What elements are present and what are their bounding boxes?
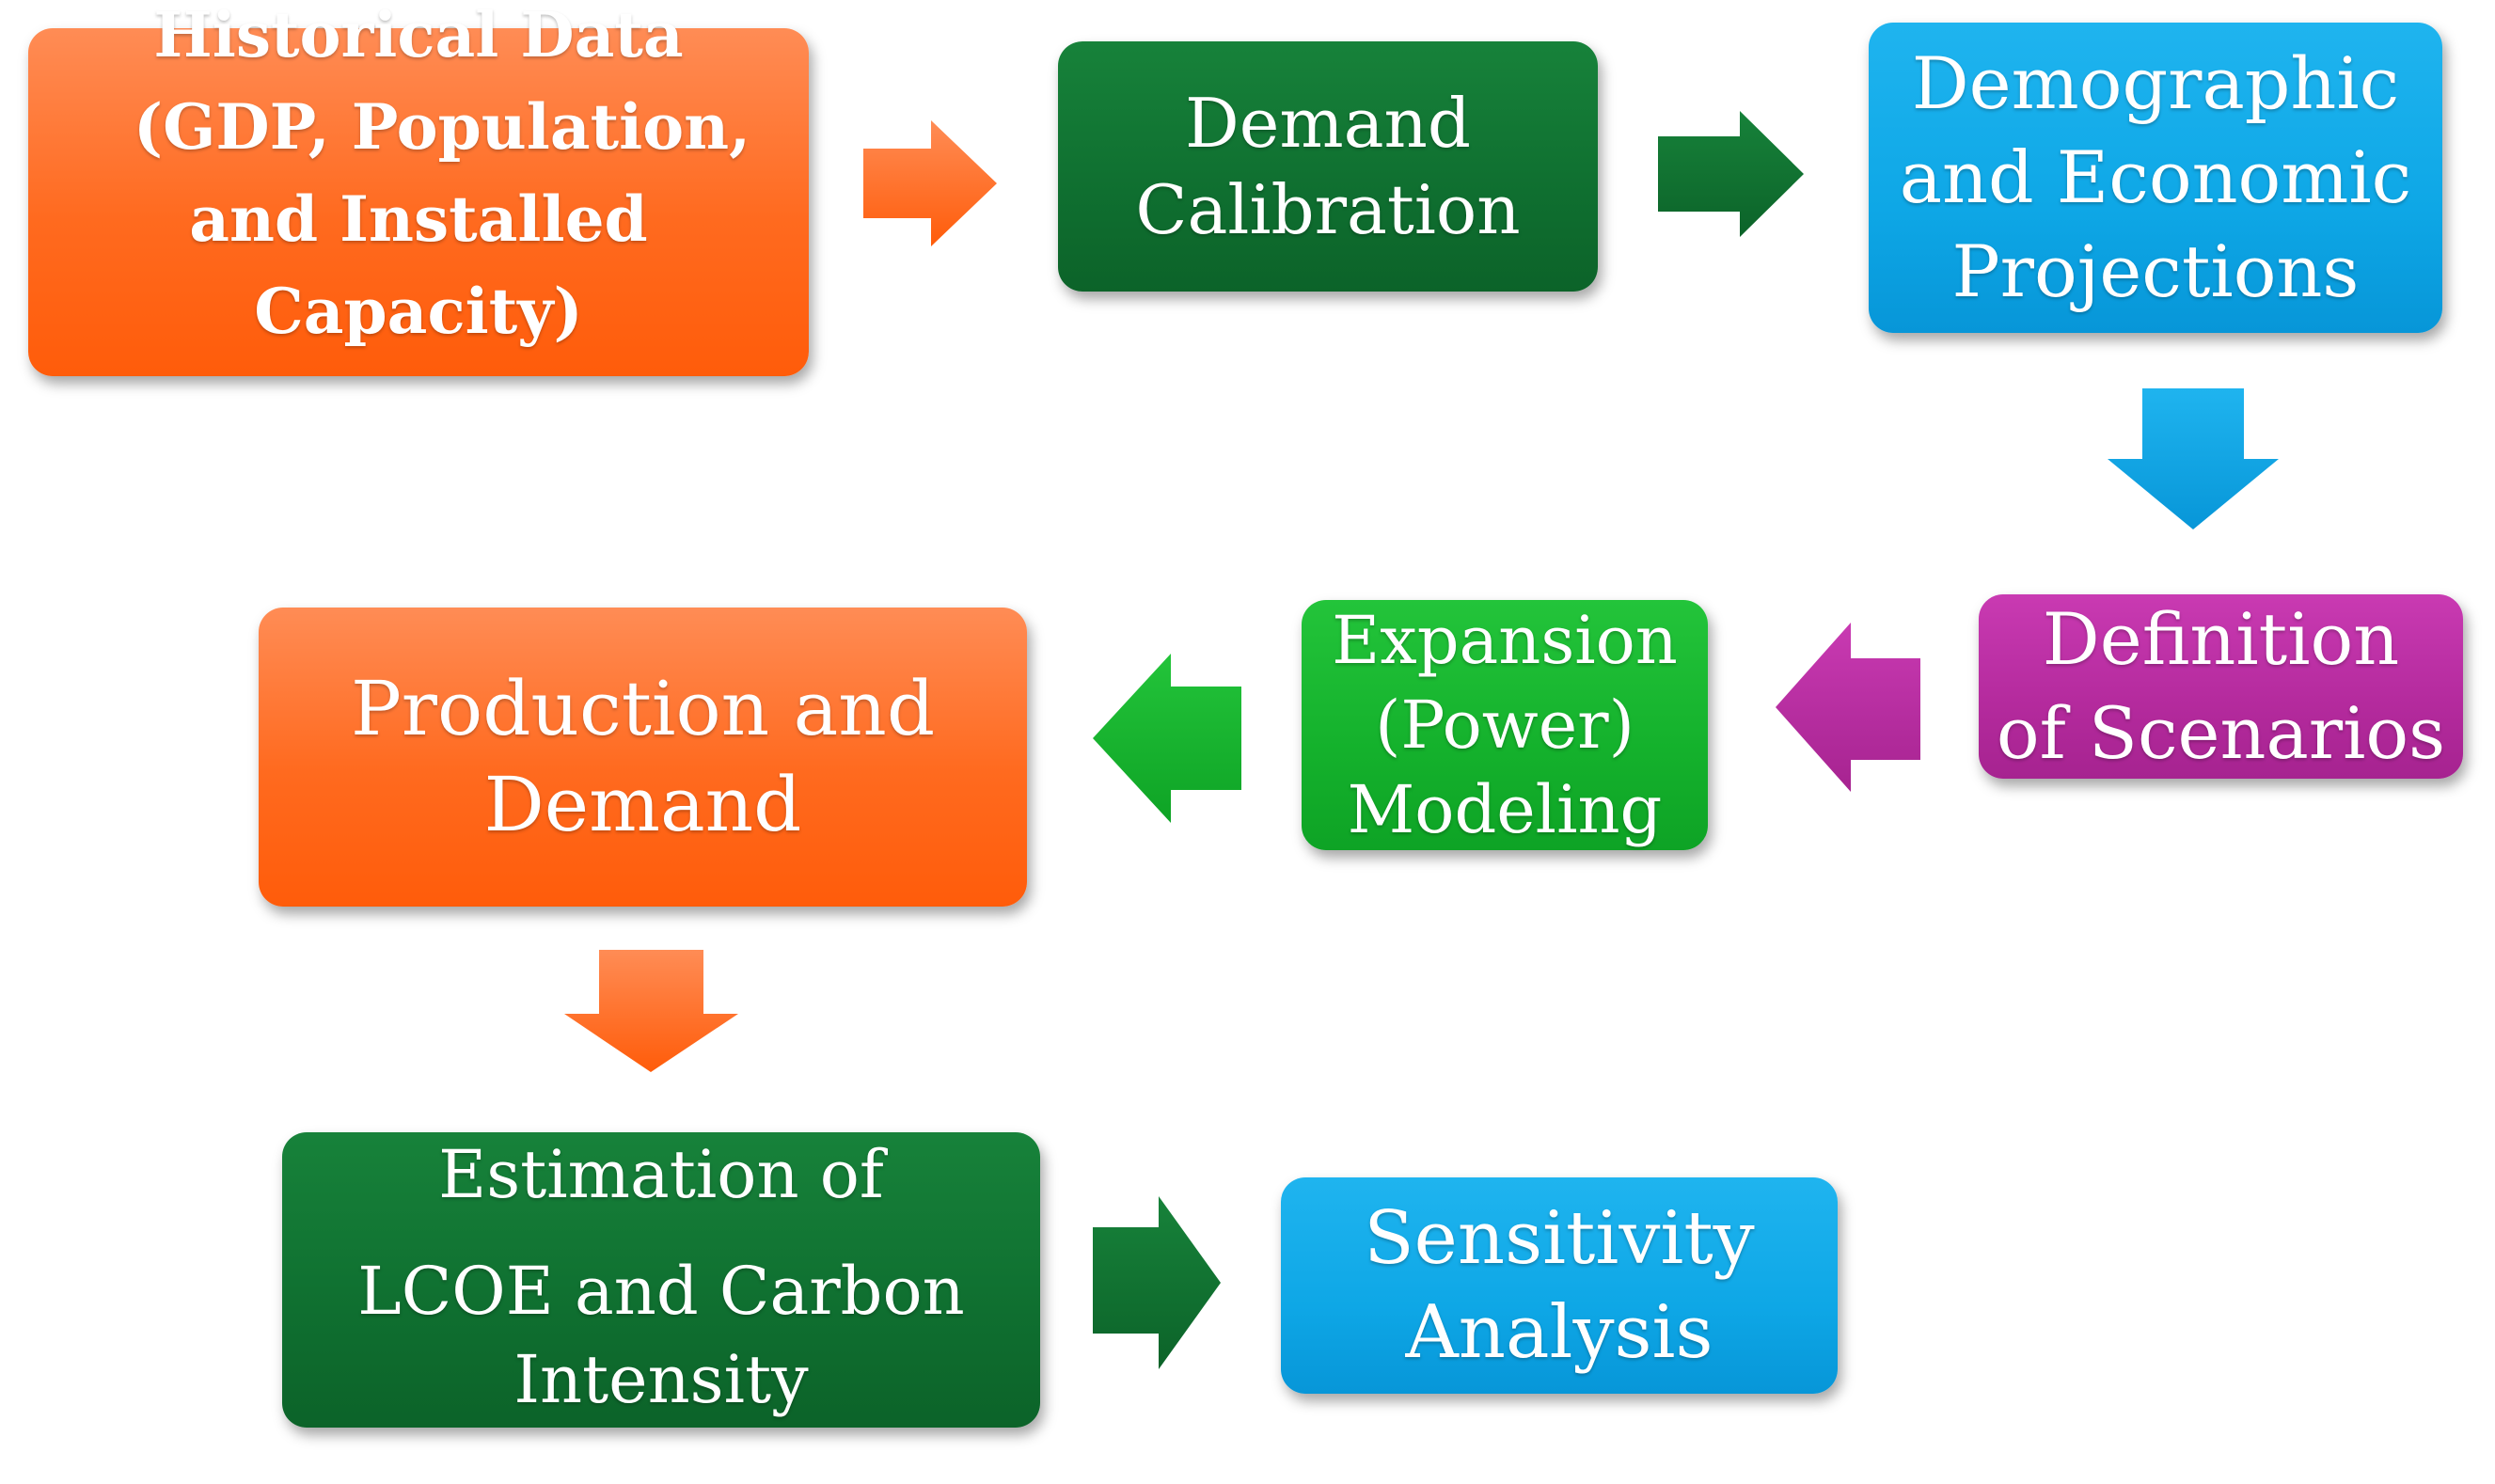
- historical-data-line-1: Historical Data: [153, 0, 684, 71]
- sensitivity-line-1: Sensitivity: [1364, 1196, 1755, 1281]
- sensitivity-line-2: Analysis: [1405, 1290, 1713, 1375]
- historical-data-line-4: Capacity): [254, 275, 583, 348]
- historical-data-line-2: (GDP, Population,: [133, 90, 751, 164]
- production-demand-line-2: Demand: [483, 761, 802, 848]
- scenarios-box: Definition of Scenarios: [1979, 594, 2463, 779]
- expansion-box: Expansion (Power) Modeling: [1302, 600, 1708, 850]
- estimation-line-2: LCOE and Carbon: [357, 1253, 965, 1330]
- projections-box: Demographic and Economic Projections: [1869, 23, 2442, 333]
- arrow-right-dark-green-2: [1093, 1196, 1221, 1369]
- estimation-line-3: Intensity: [513, 1341, 809, 1418]
- expansion-line-1: Expansion: [1332, 602, 1678, 679]
- arrow-right-dark-green: [1658, 111, 1804, 237]
- sensitivity-box: Sensitivity Analysis: [1281, 1177, 1838, 1394]
- demand-calibration-box: Demand Calibration: [1058, 41, 1598, 292]
- estimation-box: Estimation of LCOE and Carbon Intensity: [282, 1132, 1040, 1428]
- estimation-line-1: Estimation of: [438, 1136, 884, 1213]
- projections-line-2: and Economic: [1899, 135, 2412, 219]
- demand-calibration-line-2: Calibration: [1135, 170, 1521, 249]
- projections-line-3: Projections: [1951, 229, 2360, 313]
- scenarios-line-1: Definition: [2042, 597, 2400, 681]
- arrow-down-blue: [2108, 388, 2279, 529]
- arrow-down-orange: [564, 950, 738, 1072]
- arrow-right-orange: [863, 120, 997, 246]
- production-demand-line-1: Production and: [350, 665, 936, 752]
- projections-line-1: Demographic: [1911, 41, 2400, 125]
- arrow-left-light-green: [1093, 654, 1241, 823]
- historical-data-line-3: and Installed: [189, 182, 648, 256]
- production-demand-box: Production and Demand: [259, 608, 1027, 907]
- historical-data-box: Historical Data (GDP, Population, and In…: [28, 0, 809, 376]
- arrow-left-magenta: [1776, 623, 1920, 792]
- expansion-line-3: Modeling: [1347, 771, 1663, 848]
- scenarios-line-2: of Scenarios: [1996, 691, 2446, 775]
- expansion-line-2: (Power): [1375, 687, 1634, 764]
- demand-calibration-line-1: Demand: [1185, 84, 1471, 163]
